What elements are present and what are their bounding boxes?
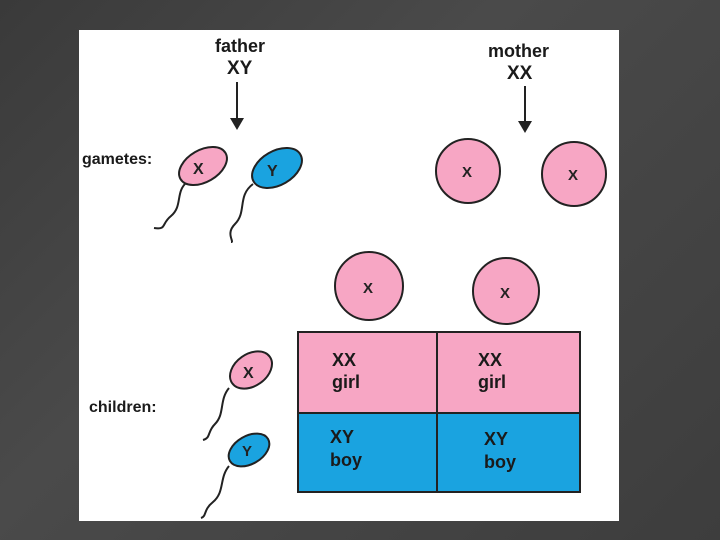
punnett-cell-boy-1: XY boy <box>297 412 438 493</box>
punnett-egg-2-label: X <box>500 285 510 302</box>
egg-2-label: X <box>568 167 578 184</box>
father-genotype: XY <box>227 58 253 79</box>
mother-genotype: XX <box>507 63 533 84</box>
mother-title: mother <box>488 41 550 61</box>
punnett-cell-girl-2: XX girl <box>436 331 581 414</box>
cell-4-sex: boy <box>484 452 517 472</box>
children-label: children: <box>89 399 157 416</box>
mother-arrow-head <box>518 121 532 133</box>
punnett-sperm-y: Y <box>200 432 271 519</box>
punnett-egg-1: X <box>334 251 404 321</box>
punnett-cell-girl-1: XX girl <box>297 331 438 414</box>
punnett-sperm-y-label: Y <box>242 443 252 460</box>
sperm-y-gamete: Y <box>229 147 303 243</box>
father-arrow-head <box>230 118 244 130</box>
gametes-label: gametes: <box>82 151 153 168</box>
punnett-sperm-x-label: X <box>243 365 254 382</box>
cell-3-sex: boy <box>330 450 363 470</box>
punnett-cell-boy-2: XY boy <box>436 412 581 493</box>
sperm-y-label: Y <box>267 163 278 180</box>
father-title: father <box>215 36 266 56</box>
punnett-egg-1-label: X <box>363 280 373 297</box>
sperm-x-label: X <box>193 161 204 178</box>
cell-1-sex: girl <box>332 372 361 392</box>
diagram-panel: father XY mother XX gametes: children: X… <box>79 30 619 521</box>
punnett-egg-2: X <box>472 257 540 325</box>
diagram-graphics: X Y X X X X X <box>153 82 607 519</box>
cell-3-genotype: XY <box>330 427 355 447</box>
cell-2-sex: girl <box>478 372 507 392</box>
punnett-sperm-x: X <box>202 350 273 441</box>
egg-1-label: X <box>462 164 472 181</box>
cell-4-genotype: XY <box>484 429 509 449</box>
cell-1-genotype: XX <box>332 350 357 370</box>
sperm-x-gamete: X <box>153 146 228 230</box>
egg-gamete-2: X <box>541 141 607 207</box>
cell-2-genotype: XX <box>478 350 503 370</box>
egg-gamete-1: X <box>435 138 501 204</box>
